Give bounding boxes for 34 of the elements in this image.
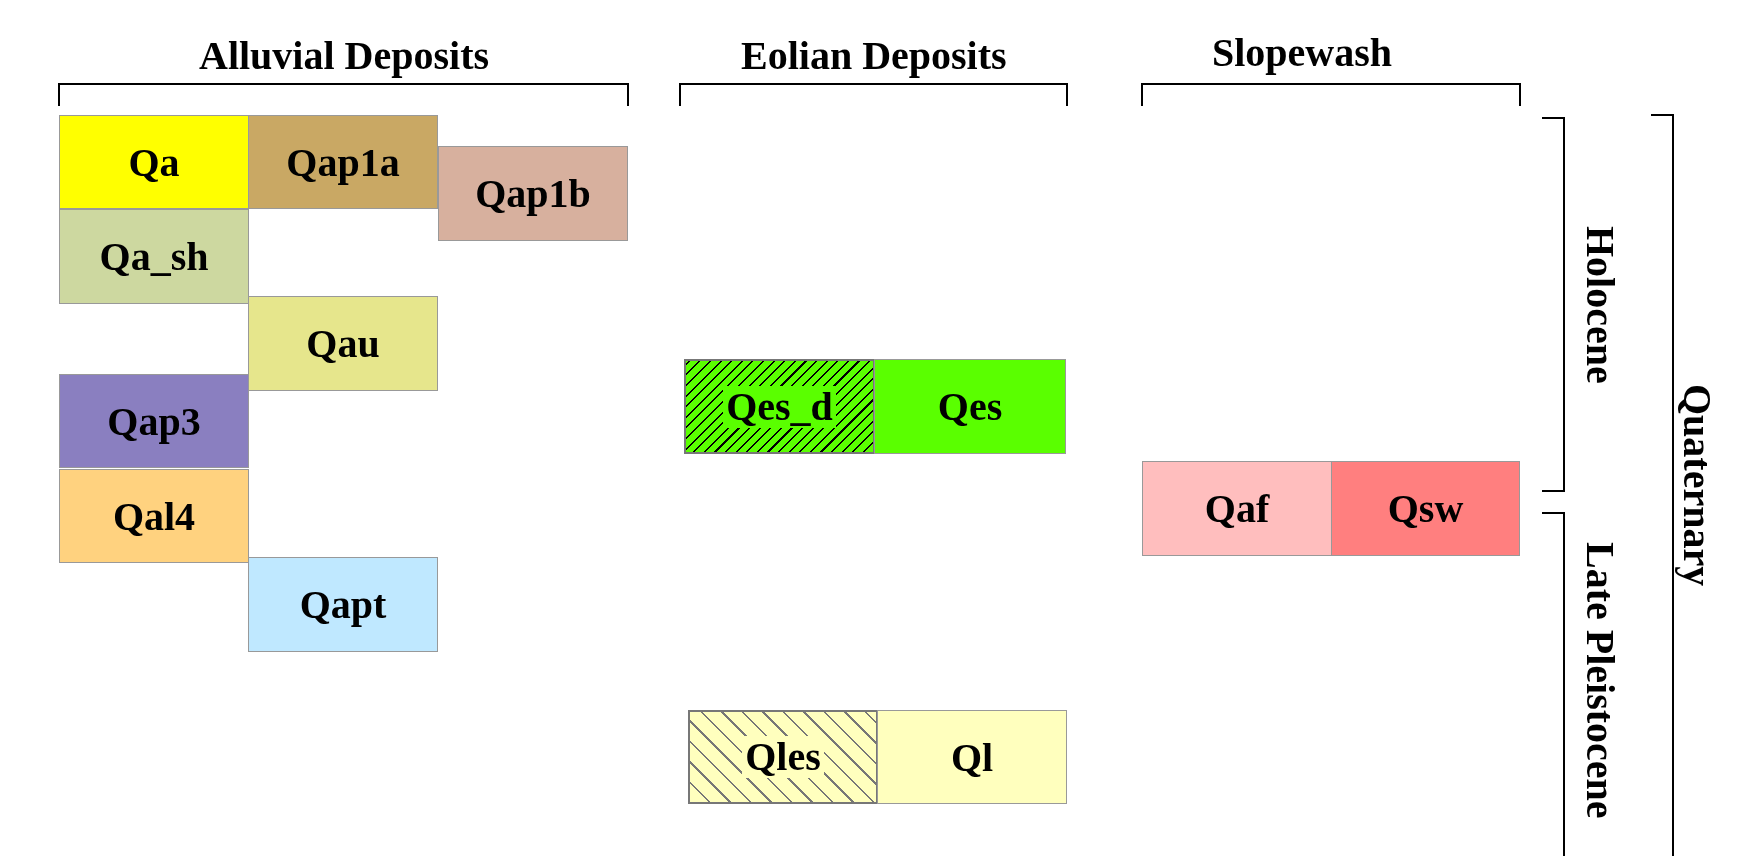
unit-label: Qles — [742, 736, 824, 778]
unit-box — [684, 359, 875, 454]
unit-box — [59, 115, 249, 209]
unit-box — [1142, 461, 1332, 556]
unit-box — [248, 115, 438, 209]
unit-box — [248, 557, 438, 652]
unit-box — [59, 209, 249, 304]
period-label: Quaternary — [1673, 384, 1721, 587]
unit-label: Qes — [937, 383, 1003, 430]
unit-box — [874, 359, 1066, 454]
unit-box — [1331, 461, 1520, 556]
unit-box — [59, 374, 249, 468]
unit-label: Qapt — [299, 581, 387, 628]
unit-box — [877, 710, 1067, 804]
unit-label: Ql — [950, 733, 994, 781]
unit-label: Qsw — [1387, 485, 1464, 532]
unit-box — [688, 710, 878, 804]
unit-label: Qau — [306, 320, 380, 367]
unit-label: Qap1a — [286, 138, 400, 186]
column-heading: Slopewash — [1212, 28, 1393, 76]
unit-label: Qaf — [1204, 485, 1270, 532]
unit-label: Qa — [128, 138, 180, 186]
unit-box — [438, 146, 628, 241]
unit-label: Qal4 — [112, 492, 196, 540]
column-heading: Eolian Deposits — [741, 31, 1007, 79]
unit-label: Qap1b — [475, 170, 591, 217]
unit-label: Qa_sh — [99, 233, 209, 280]
unit-label: Qap3 — [107, 397, 201, 445]
unit-label: Qes_d — [723, 385, 836, 428]
period-label: Holocene — [1576, 226, 1624, 384]
unit-box — [59, 469, 249, 563]
unit-box — [248, 296, 438, 391]
column-heading: Alluvial Deposits — [199, 31, 490, 79]
period-label: Late Pleistocene — [1576, 541, 1624, 819]
